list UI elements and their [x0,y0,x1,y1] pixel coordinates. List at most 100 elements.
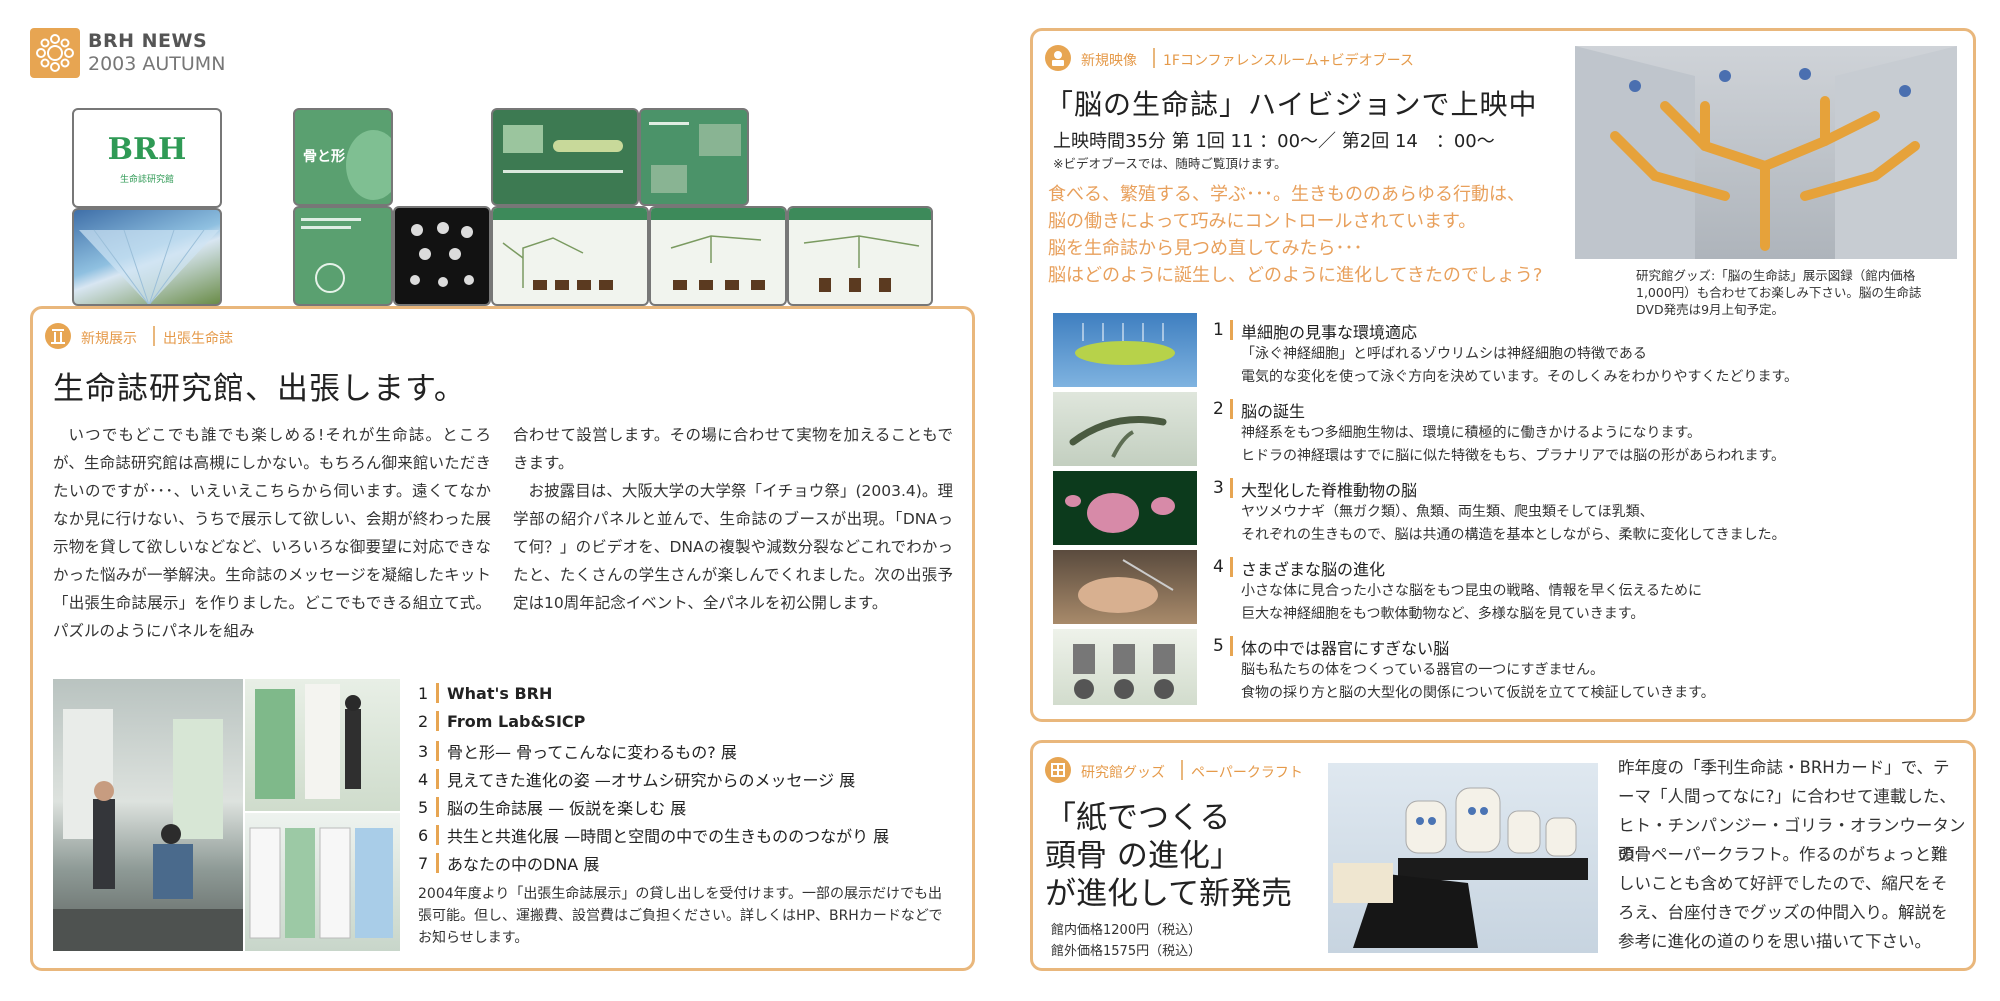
skulls-illustration [1333,787,1588,948]
list-num: 5 [418,797,429,817]
list-bar [436,741,439,761]
topic-num: 1 [1213,320,1224,340]
panel-brh-sub: 生命誌研究館 [119,175,174,185]
list-label: 脳の生命誌展 — 仮説を楽しむ 展 [447,799,687,818]
goods-body-6: ろえ、台座付きでグッズの仲間入り。解説を [1618,903,1948,922]
panel-tree-02 [649,206,787,306]
tree-diagram-2 [670,235,765,290]
brh-logo-icon [30,28,80,78]
topic-line: 巨大な神経細胞をもつ軟体動物など、多様な脳を見ていきます。 [1241,606,1645,622]
exhibit-section: 新規展示 出張生命誌 生命誌研究館、出張します。 いつでもどこでも誰でも楽しめる… [30,306,975,971]
video-tag-sub: 1Fコンファレンスルーム+ビデオブース [1163,53,1414,69]
list-label: 骨と形— 骨ってこんなに変わるもの? 展 [447,743,737,762]
video-intro-3: 脳を生命誌から見つめ直してみたら･･･ [1048,238,1363,259]
photo-panel-row [245,813,400,951]
topic-thumb-insect [1053,550,1197,624]
visitors-illustration [53,709,243,951]
tag-divider [1181,760,1183,780]
tag-divider [153,326,155,346]
panel-brh-logo: BRH [107,132,187,167]
booth-note: ※ビデオブースでは、随時ご覧頂けます。 [1053,156,1287,171]
topic-line: 電気的な変化を使って泳ぐ方向を決めています。そのしくみをわかりやすくたどります。 [1241,369,1799,385]
tree-diagram-3 [803,235,920,292]
list-bar [436,797,439,817]
list-num: 4 [418,769,429,789]
bone-icons [410,222,474,287]
panel-brh-tree [72,208,222,306]
video-intro-2: 脳の働きによって巧みにコントロールされています。 [1048,211,1477,232]
list-label: 見えてきた進化の姿 —オサムシ研究からのメッセージ 展 [447,771,856,790]
skull-papercraft-image [1328,763,1598,953]
topic-line: 脳も私たちの体をつくっている器官の一つにすぎません。 [1241,662,1605,678]
topic-title: さまざまな脳の進化 [1241,560,1386,579]
list-num: 6 [418,825,429,845]
panel-dark [393,206,491,306]
goods-title-3: が進化して新発売 [1045,876,1293,912]
topic-bar [1230,320,1233,340]
exhibit-note: 2004年度より「出張生命誌展示」の貸し出しを受付けます。一部の展示だけでも出張… [418,886,943,946]
topic-title: 脳の誕生 [1241,402,1306,421]
goods-tag-sub: ペーパークラフト [1191,765,1303,781]
topic-thumb-planaria [1053,392,1197,466]
exhibit-tag: 新規展示 [81,331,137,347]
bone-shape [346,130,391,200]
panel-evolution-1 [491,108,639,206]
goods-caption-3: DVD発売は9月上旬予定。 [1636,302,1785,317]
topic-num: 4 [1213,557,1224,577]
panel-tree-03 [787,206,933,306]
list-bar [436,711,439,731]
exhibit-body-col2: 合わせて設営します。その場に合わせて実物を加えることもできます。 お披露目は、大… [513,421,953,617]
exhibit-paragraph-3: お披露目は、大阪大学の大学祭「イチョウ祭」(2003.4)。理学部の紹介パネルと… [513,482,953,612]
panel-evolution-2 [639,108,749,206]
goods-tag: 研究館グッズ [1081,765,1165,781]
video-title: 「脳の生命誌」ハイビジョンで上映中 [1045,88,1538,121]
list-item: 5 脳の生命誌展 — 仮説を楽しむ 展 [418,795,686,819]
list-bar [436,825,439,845]
panels-illustration [255,684,361,799]
exhibit-tag-sub: 出張生命誌 [163,331,233,347]
paramecium-illustration [1075,323,1175,365]
goods-section: 研究館グッズ ペーパークラフト 「紙でつくる 頭骨 の進化」 が進化して新発売 … [1030,740,1976,971]
video-intro-4: 脳はどのように誕生し、どのように進化してきたのでしょう? [1048,265,1543,286]
price-out: 館外価格1575円（税込） [1051,944,1202,959]
topic-line: ヒドラの神経環はすでに脳に似た特徴をもち、プラナリアでは脳の形があらわれます。 [1241,448,1786,464]
photo-booth-visitors [53,679,243,951]
brain-exhibit-image [1575,46,1957,259]
exhibit-body-col1: いつでもどこでも誰でも楽しめる!それが生命誌。ところが、生命誌研究館は高槻にしか… [53,421,491,645]
list-label: 共生と共進化展 —時間と空間の中での生きもののつながり 展 [447,827,890,846]
exhibit-title: 生命誌研究館、出張します。 [53,371,466,407]
brand-title: BRH NEWS [88,30,208,52]
goods-body-2: ーマ「人間ってなに?」に合わせて連載した、 [1618,787,1956,806]
topic-bar [1230,399,1233,419]
hand-illustration [1078,559,1174,613]
list-item: 6 共生と共進化展 —時間と空間の中での生きもののつながり 展 [418,823,889,847]
goods-title-1: 「紙でつくる [1045,800,1231,836]
list-num: 7 [418,853,429,873]
goods-body-3: ヒト・チンパンジー・ゴリラ・オランウータンの [1618,816,1966,864]
goods-body-7: 参考に進化の道のりを思い描いて下さい。 [1618,932,1932,951]
topic-title: 大型化した脊椎動物の脳 [1241,481,1418,500]
goods-body-1: 昨年度の「季刊生命誌・BRHカード」で、テ [1618,758,1950,777]
topic-line: それぞれの生きもので、脳は共通の構造を基本としながら、柔軟に変化してきました。 [1241,527,1786,543]
goods-title-2: 頭骨 の進化」 [1045,838,1241,874]
list-bar [436,853,439,873]
video-schedule: 上映時間35分 第 1回 11 ：00〜／ 第2回 14 ：00〜 [1053,131,1495,152]
fan-illustration [79,229,219,304]
topic-title: 体の中では器官にすぎない脳 [1241,639,1450,658]
topic-num: 5 [1213,636,1224,656]
topic-num: 2 [1213,399,1224,419]
goods-body-5: しいことも含めて好評でしたので、縮尺をそ [1618,874,1948,893]
topic-thumb-robots [1053,629,1197,705]
tag-divider [1153,48,1155,68]
goods-caption-2: 1,000円）も合わせてお楽しみ下さい。脳の生命誌 [1636,285,1922,300]
topic-line: ヤツメウナギ（無ガク類）、魚類、両生類、爬虫類そしてほ乳類、 [1241,504,1654,520]
list-bar [436,683,439,703]
goods-section-icon [1045,757,1071,783]
list-label: あなたの中のDNA 展 [447,855,600,874]
video-intro-1: 食べる、繁殖する、学ぶ･･･。生きもののあらゆる行動は、 [1048,184,1525,205]
topic-title: 単細胞の見事な環境適応 [1241,323,1418,342]
video-section: 新規映像 1Fコンファレンスルーム+ビデオブース 「脳の生命誌」ハイビジョンで上… [1030,28,1976,722]
topic-line: 食物の採り方と脳の大型化の関係について仮説を立てて検証していきます。 [1241,685,1715,701]
